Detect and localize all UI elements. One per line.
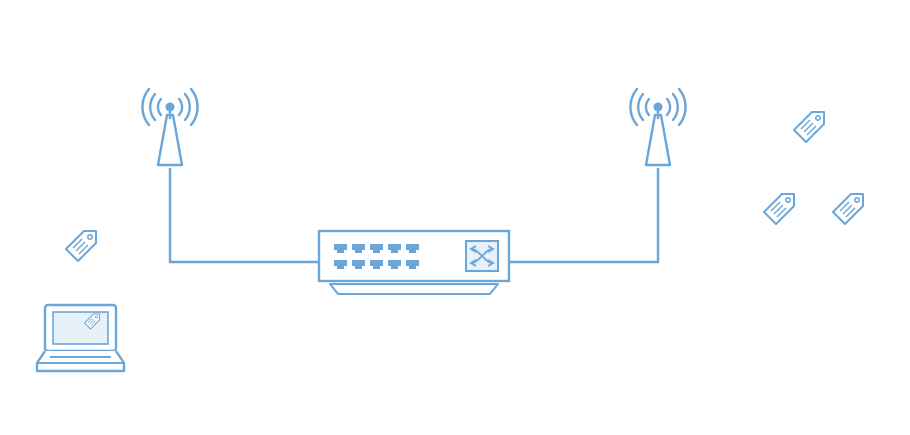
wireless-antenna-icon-right	[629, 87, 687, 167]
switching-symbol-icon	[465, 240, 499, 272]
rfid-tag-icon-near-laptop	[65, 230, 97, 262]
laptop-icon	[35, 303, 126, 373]
rfid-tag-icon-right-right	[832, 193, 864, 225]
link-antenna-left-to-switch	[168, 168, 319, 264]
rfid-tag-icon-right-left	[763, 193, 795, 225]
wireless-antenna-icon-left	[141, 87, 199, 167]
network-switch-icon	[317, 229, 511, 295]
rfid-tag-icon-right-top	[793, 111, 825, 143]
link-switch-to-antenna-right	[509, 168, 660, 264]
